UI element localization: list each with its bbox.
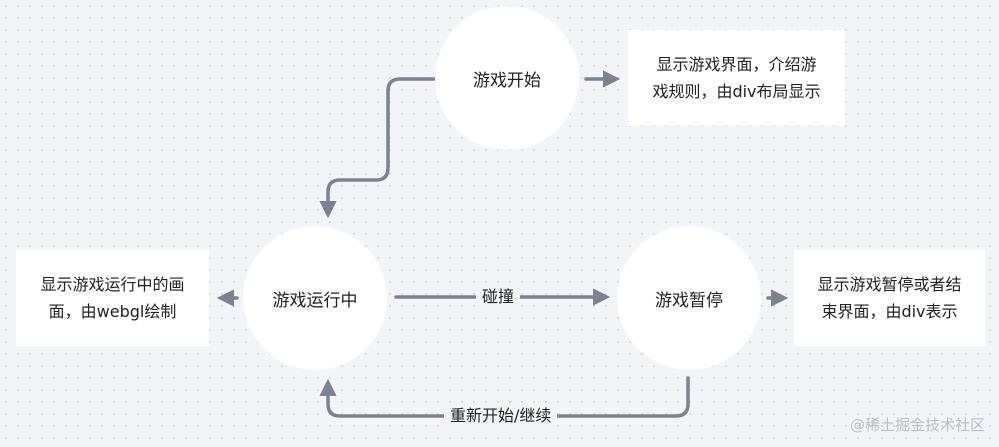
node-game-start: 游戏开始 [435, 6, 579, 150]
edge-label-collision: 碰撞 [476, 286, 521, 308]
node-game-paused: 游戏暂停 [617, 226, 761, 370]
note-game-running-line1: 显示游戏运行中的画 [40, 275, 185, 294]
note-game-paused-line2: 束界面，由div表示 [821, 302, 958, 321]
node-game-running-label: 游戏运行中 [272, 290, 358, 311]
note-game-start-line2: 戏规则，由div布局显示 [652, 82, 821, 101]
watermark: @稀土掘金技术社区 [849, 416, 985, 434]
note-game-start-line1: 显示游戏界面，介绍游 [656, 55, 817, 74]
edge-label-restart: 重新开始/继续 [444, 405, 558, 427]
note-game-paused-line1: 显示游戏暂停或者结 [817, 275, 962, 294]
arrow-start-to-running [319, 77, 436, 219]
note-game-paused: 显示游戏暂停或者结 束界面，由div表示 [794, 250, 985, 346]
note-game-running-line2: 面，由webgl绘制 [48, 302, 177, 321]
note-game-running: 显示游戏运行中的画 面，由webgl绘制 [16, 250, 209, 346]
node-game-paused-label: 游戏暂停 [655, 290, 723, 311]
node-game-start-label: 游戏开始 [473, 70, 541, 91]
node-game-running: 游戏运行中 [243, 226, 387, 370]
note-game-start: 显示游戏界面，介绍游 戏规则，由div布局显示 [628, 30, 845, 126]
